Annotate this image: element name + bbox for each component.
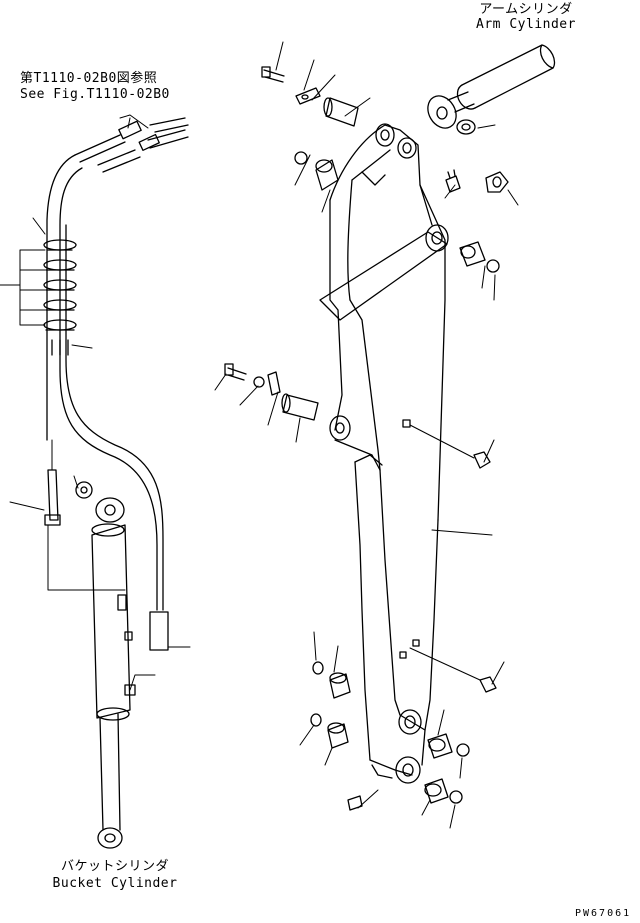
bucket-cylinder-label-jp: バケットシリンダ bbox=[60, 859, 169, 874]
leader-lines bbox=[0, 41, 519, 829]
drawing-code: PW67061 bbox=[575, 908, 632, 919]
arm-cylinder-label-en: Arm Cylinder bbox=[476, 17, 576, 32]
arm-cylinder bbox=[427, 44, 556, 135]
bucket-cylinder bbox=[44, 469, 136, 849]
top-hardware bbox=[261, 66, 359, 191]
hose-assembly bbox=[43, 117, 189, 651]
see-fig-label-en: See Fig.T1110-02B0 bbox=[20, 87, 170, 102]
side-hardware bbox=[224, 363, 319, 421]
arm-body bbox=[319, 123, 449, 784]
bucket-cylinder-label-en: Bucket Cylinder bbox=[52, 876, 178, 891]
see-fig-label-jp: 第T1110-02B0図参照 bbox=[20, 71, 158, 86]
lower-bushings bbox=[310, 661, 470, 804]
arm-cylinder-label-jp: アームシリンダ bbox=[479, 2, 573, 17]
arm-fittings bbox=[347, 169, 509, 811]
